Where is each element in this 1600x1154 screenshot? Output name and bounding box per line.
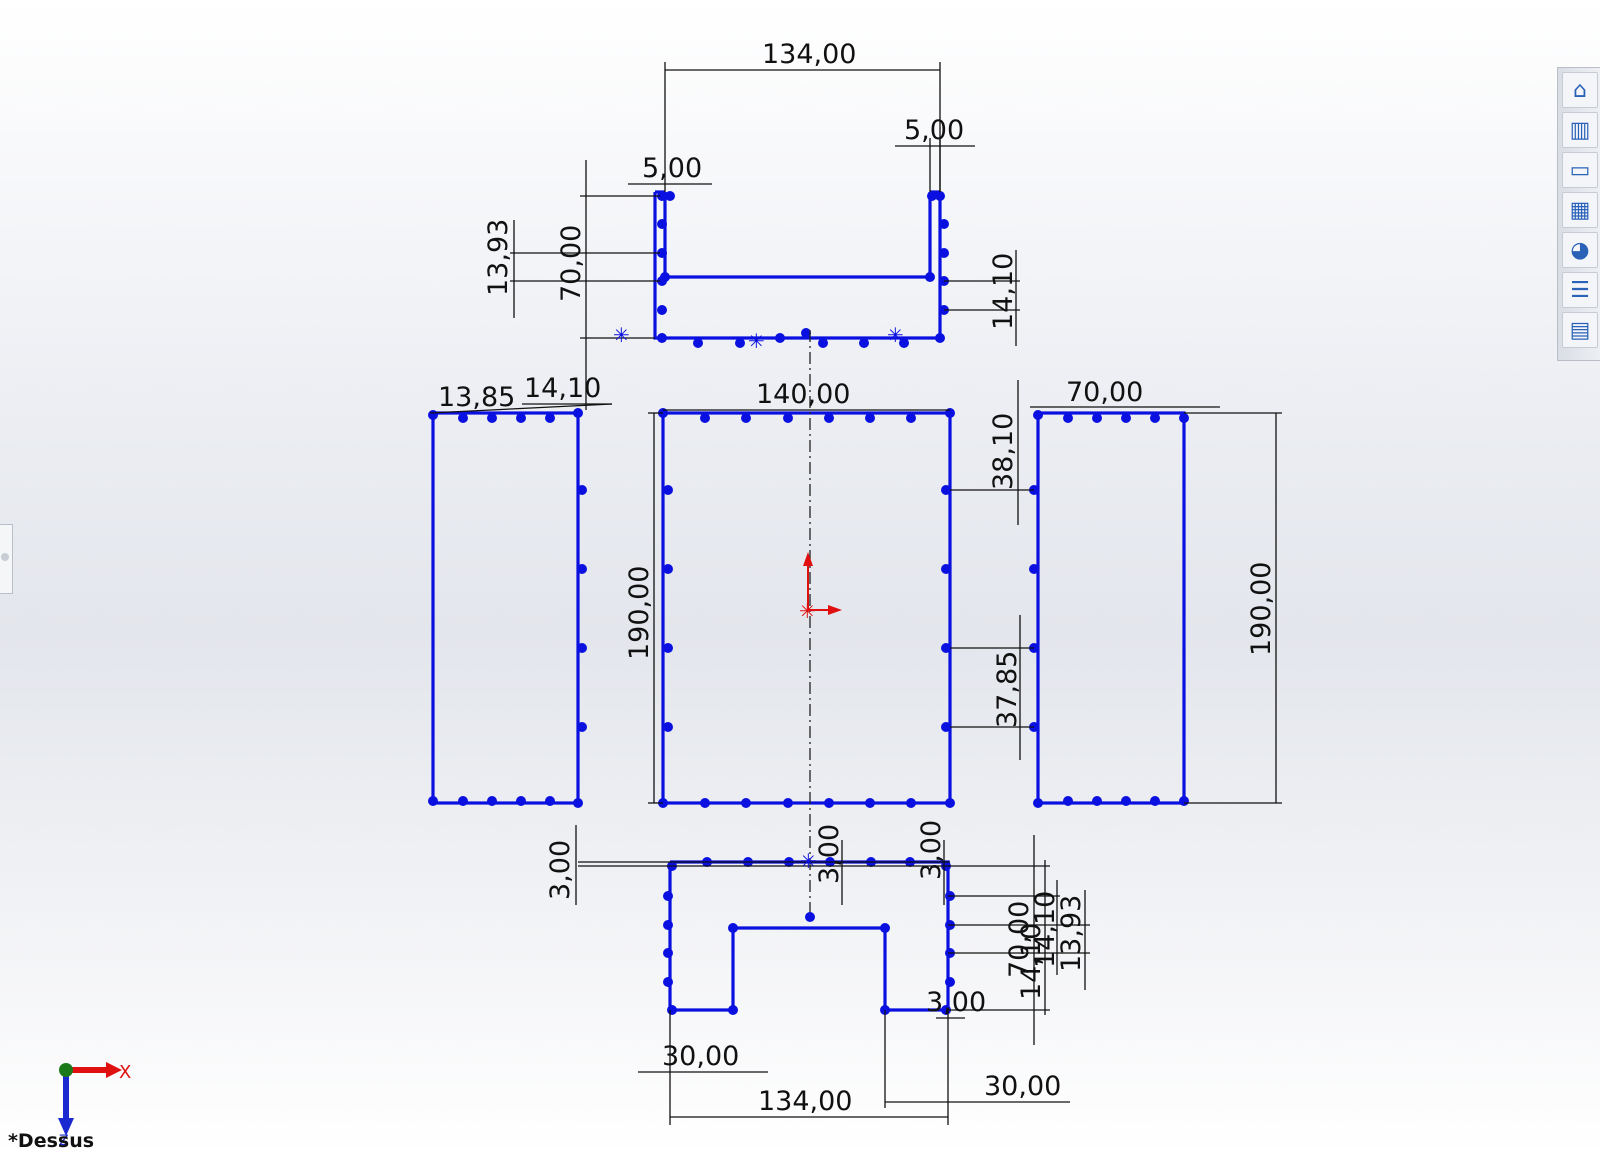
dim-gap-left[interactable]: 3,00 bbox=[545, 840, 576, 900]
right-panel-points bbox=[1029, 410, 1189, 808]
handle-grip-icon bbox=[1, 553, 9, 561]
dim-center-height[interactable]: 190,00 bbox=[624, 566, 655, 660]
dim-bottom-width[interactable]: 134,00 bbox=[758, 1086, 852, 1117]
center-panel-dimensions[interactable] bbox=[648, 330, 950, 915]
custom-properties-icon[interactable]: ☰ bbox=[1562, 272, 1598, 308]
left-panel[interactable] bbox=[431, 411, 580, 805]
sketch-origin: ✳ bbox=[799, 552, 842, 623]
forum-icon[interactable]: ▤ bbox=[1562, 312, 1598, 348]
bottom-profile[interactable] bbox=[668, 860, 950, 1012]
view-orientation-label: *Dessus bbox=[8, 1130, 95, 1152]
dim-bottom-gap[interactable]: 3,00 bbox=[926, 987, 986, 1018]
dim-top-wall-left[interactable]: 5,00 bbox=[642, 153, 702, 184]
dim-top-height[interactable]: 70,00 bbox=[556, 225, 587, 302]
dim-top-left-offset[interactable]: 13,93 bbox=[483, 219, 514, 296]
svg-text:✳: ✳ bbox=[613, 323, 630, 347]
dim-left-panel-b[interactable]: 14,10 bbox=[524, 373, 601, 404]
dim-top-wall-right[interactable]: 5,00 bbox=[904, 115, 964, 146]
dim-bottom-offset-b[interactable]: 14,10 bbox=[1030, 891, 1061, 968]
svg-text:✳: ✳ bbox=[887, 323, 904, 347]
dim-center-width[interactable]: 140,00 bbox=[756, 379, 850, 410]
feature-manager-collapse-handle[interactable] bbox=[0, 524, 13, 594]
resources-home-icon[interactable]: ⌂ bbox=[1562, 72, 1598, 108]
svg-text:✳: ✳ bbox=[799, 599, 816, 623]
bottom-dimensions[interactable] bbox=[575, 825, 1090, 1125]
bottom-profile-points bbox=[663, 857, 955, 1015]
design-library-icon[interactable]: ▥ bbox=[1562, 112, 1598, 148]
dim-bottom-offset-a[interactable]: 14,10 bbox=[1016, 923, 1047, 1000]
top-profile-points bbox=[657, 191, 949, 348]
dim-right-panel-offset-top[interactable]: 38,10 bbox=[988, 413, 1019, 490]
dim-bottom-foot-right[interactable]: 30,00 bbox=[984, 1071, 1061, 1102]
task-pane: ⌂ ▥ ▭ ▦ ◕ ☰ ▤ bbox=[1557, 67, 1600, 361]
dim-bottom-offset-c[interactable]: 13,93 bbox=[1056, 895, 1087, 972]
triad-z-label: Z bbox=[59, 1133, 69, 1149]
top-dimensions[interactable] bbox=[510, 62, 1020, 410]
dim-bottom-foot-left[interactable]: 30,00 bbox=[662, 1041, 739, 1072]
dim-right-panel-height[interactable]: 190,00 bbox=[1246, 562, 1277, 656]
top-profile[interactable] bbox=[653, 190, 942, 340]
dim-bottom-height[interactable]: 70,00 bbox=[1004, 901, 1035, 978]
left-panel-dimensions[interactable] bbox=[429, 403, 613, 414]
svg-text:✳: ✳ bbox=[800, 849, 817, 873]
dim-gap-right[interactable]: 3,00 bbox=[916, 820, 947, 880]
dim-top-width[interactable]: 134,00 bbox=[762, 39, 856, 70]
triad-x-label: X bbox=[119, 1062, 131, 1083]
left-panel-points bbox=[428, 408, 587, 808]
dim-left-panel-a[interactable]: 13,85 bbox=[438, 382, 515, 413]
relation-markers: ✳ ✳ ✳ ✳ bbox=[613, 323, 904, 873]
view-triad: X Z bbox=[58, 1062, 131, 1149]
dim-right-panel-width[interactable]: 70,00 bbox=[1066, 377, 1143, 408]
view-palette-icon[interactable]: ▦ bbox=[1562, 192, 1598, 228]
right-panel-dimensions[interactable] bbox=[950, 380, 1282, 804]
right-panel[interactable] bbox=[1036, 411, 1186, 805]
svg-text:✳: ✳ bbox=[748, 329, 765, 353]
appearances-icon[interactable]: ◕ bbox=[1562, 232, 1598, 268]
dim-gap-center[interactable]: 3,00 bbox=[814, 824, 845, 884]
dim-right-panel-offset-mid[interactable]: 37,85 bbox=[992, 651, 1023, 728]
file-explorer-icon[interactable]: ▭ bbox=[1562, 152, 1598, 188]
dim-top-right-offset[interactable]: 14,10 bbox=[988, 253, 1019, 330]
center-panel[interactable] bbox=[661, 411, 952, 805]
